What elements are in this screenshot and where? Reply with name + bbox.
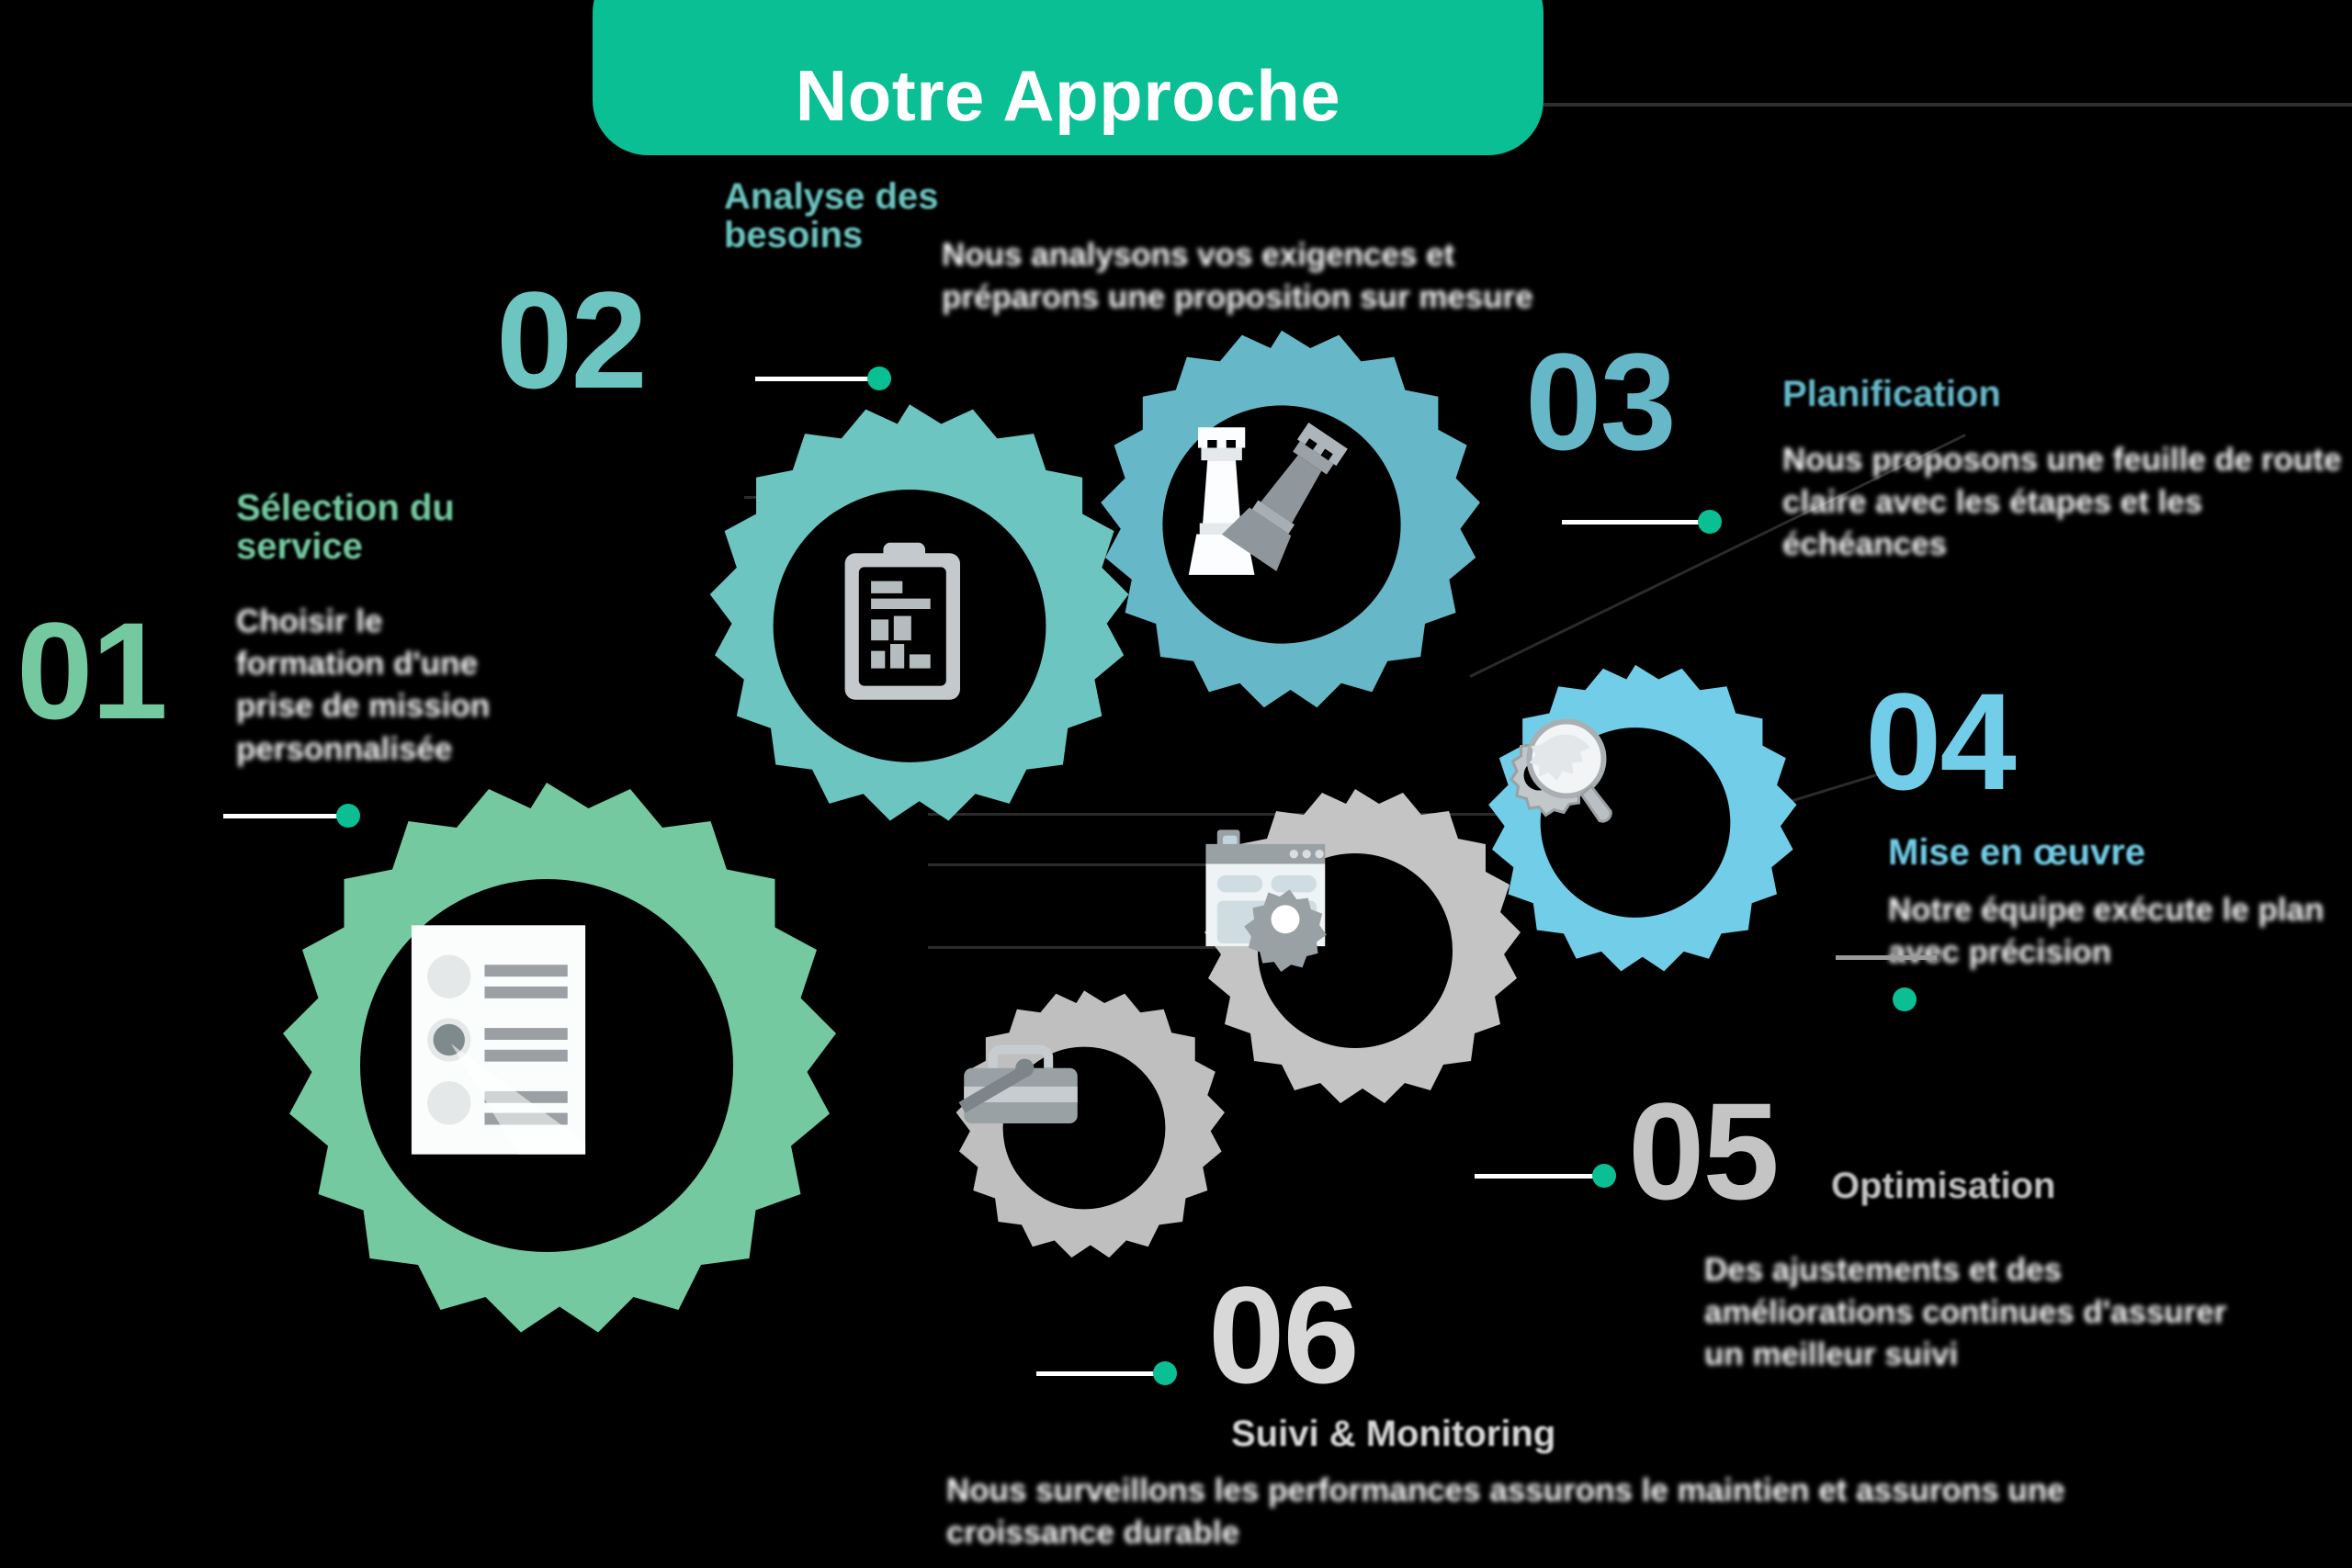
step-number-02: 02	[496, 263, 648, 417]
leader-line-3	[928, 863, 1314, 866]
connector-line-05	[1475, 1174, 1594, 1179]
connector-line-06	[1036, 1371, 1156, 1376]
step-body-01: Choisir le formation d'une prise de miss…	[236, 604, 491, 767]
magnifier-gear-icon	[1510, 718, 1612, 823]
step-body-05: Des ajustements et des améliorations con…	[1704, 1252, 2227, 1373]
connector-line-01	[223, 814, 343, 818]
step-number-06: 06	[1208, 1258, 1360, 1412]
step-number-04: 04	[1865, 664, 2017, 818]
page-title: Notre Approche	[795, 55, 1341, 136]
gear-step-03	[1061, 326, 1502, 767]
connector-dot-01	[336, 804, 360, 828]
clipboard-analysis-icon	[844, 542, 960, 700]
gear-step-05	[1171, 785, 1539, 1153]
title-divider-rule	[1544, 103, 2352, 107]
gear-step-04	[1456, 661, 1815, 1020]
gear-step-01	[225, 776, 868, 1419]
connector-line-04	[1836, 955, 1937, 960]
title-banner: Notre Approche	[593, 0, 1544, 155]
connector-dot-05	[1592, 1164, 1616, 1188]
step-title-02: Analyse des besoins	[724, 176, 939, 256]
connector-dot-02	[867, 367, 891, 390]
chess-strategy-icon	[1188, 423, 1348, 575]
step-body-06: Nous surveillons les performances assuro…	[946, 1472, 2065, 1551]
step-number-05: 05	[1628, 1074, 1780, 1228]
connector-dot-03	[1698, 510, 1722, 534]
connector-dot-04	[1893, 987, 1917, 1011]
browser-settings-icon	[1205, 829, 1327, 972]
step-body-03: Nous proposons une feuille de route clai…	[1782, 442, 2342, 563]
gear-step-02	[666, 400, 1153, 886]
step-title-01: Sélection du service	[236, 488, 455, 568]
leader-line-4	[928, 946, 1231, 949]
gear-step-06	[928, 987, 1240, 1300]
toolbox-icon	[958, 1044, 1078, 1124]
connector-line-03	[1562, 520, 1704, 525]
step-body-04: Notre équipe exécute le plan avec précis…	[1888, 892, 2324, 971]
leader-line-2	[928, 813, 1608, 816]
connector-dot-06	[1153, 1361, 1177, 1385]
step-number-03: 03	[1525, 324, 1677, 479]
connector-line-02	[755, 377, 875, 381]
step-title-04: Mise en œuvre	[1888, 832, 2146, 873]
step-title-05: Optimisation	[1831, 1166, 2056, 1206]
step-title-03: Planification	[1782, 374, 2001, 414]
step-body-02: Nous analysons vos exigences et préparon…	[942, 237, 1533, 316]
step-number-01: 01	[17, 593, 168, 748]
step-title-06: Suivi & Monitoring	[1231, 1414, 1556, 1454]
document-checklist-icon	[411, 925, 586, 1155]
